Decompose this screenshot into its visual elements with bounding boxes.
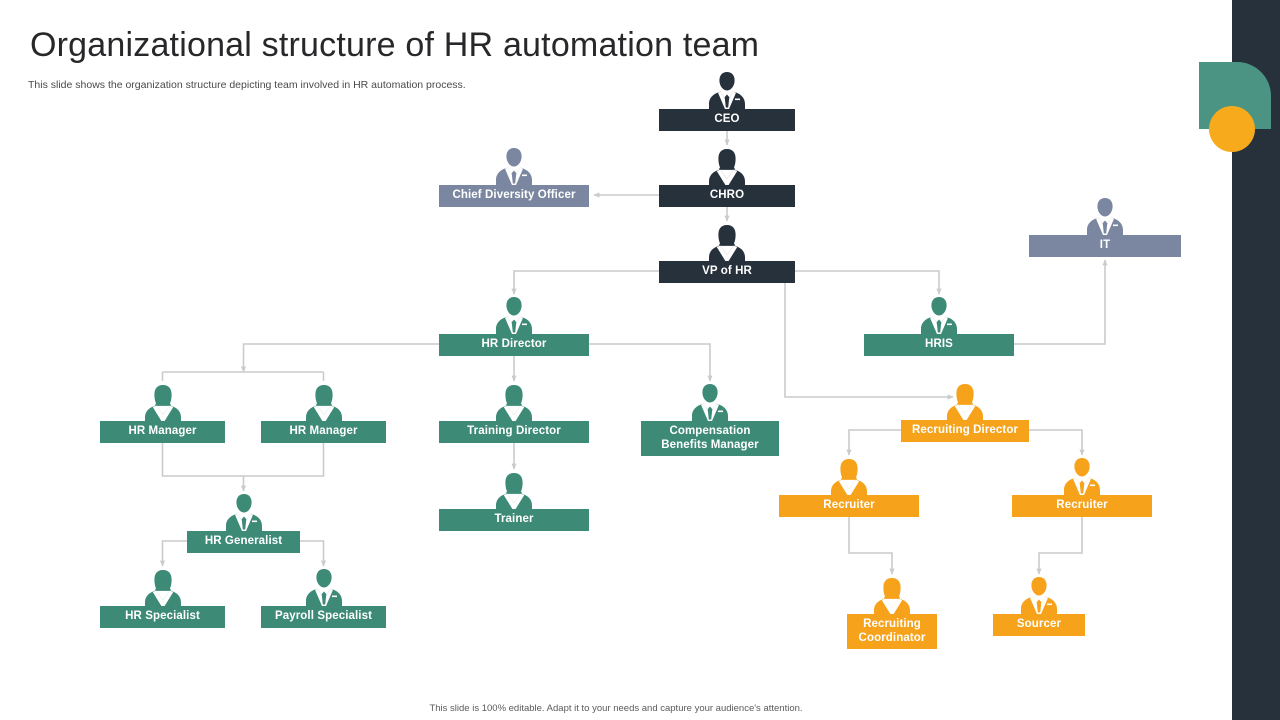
org-node-label-traindir: Training Director [439,421,589,443]
org-node-trainer[interactable]: Trainer [439,470,589,531]
connector [240,343,439,373]
person-male-icon [1064,458,1100,496]
org-node-hrspec[interactable]: HR Specialist [100,567,225,628]
connector [1036,516,1083,575]
org-node-recruiter2[interactable]: Recruiter [1012,456,1152,517]
org-node-reccoord[interactable]: Recruiting Coordinator [847,575,937,649]
org-node-it[interactable]: IT [1029,196,1181,257]
person-male-icon [1087,198,1123,236]
person-female-icon [144,385,181,422]
connector [161,442,325,477]
person-male-icon [692,384,728,422]
org-node-label-vphr: VP of HR [659,261,795,283]
org-node-hrdir[interactable]: HR Director [439,295,589,356]
connector [300,540,327,567]
person-female-icon [947,384,983,421]
org-node-label-it: IT [1029,235,1181,257]
org-node-label-cdo: Chief Diversity Officer [439,185,589,207]
org-node-recruiter1[interactable]: Recruiter [779,456,919,517]
org-node-sourcer[interactable]: Sourcer [993,575,1085,636]
org-node-hris[interactable]: HRIS [864,295,1014,356]
connector [1014,259,1108,345]
person-female-icon [709,149,745,186]
person-male-icon [709,72,745,110]
org-node-traindir[interactable]: Training Director [439,382,589,443]
org-node-label-hrmgr2: HR Manager [261,421,386,443]
connector [846,429,901,456]
org-node-label-recruiter1: Recruiter [779,495,919,517]
org-node-label-reccoord: Recruiting Coordinator [847,614,937,649]
person-male-icon [496,297,532,335]
decorative-orange-circle [1209,106,1255,152]
connector [1029,429,1085,456]
org-node-hrmgr1[interactable]: HR Manager [100,382,225,443]
connector [159,540,187,567]
org-node-label-ceo: CEO [659,109,795,131]
org-node-label-hrdir: HR Director [439,334,589,356]
org-node-label-recruiter2: Recruiter [1012,495,1152,517]
person-female-icon [874,578,910,615]
person-female-icon [496,385,532,422]
page-subtitle: This slide shows the organization struct… [28,79,466,91]
connector [795,270,942,295]
person-male-icon [225,494,262,532]
person-male-icon [496,148,532,186]
person-female-icon [709,225,745,262]
org-node-vphr[interactable]: VP of HR [659,222,795,283]
org-node-label-trainer: Trainer [439,509,589,531]
org-node-cdo[interactable]: Chief Diversity Officer [439,146,589,207]
org-node-hrgen[interactable]: HR Generalist [187,492,300,553]
person-female-icon [831,459,867,496]
org-node-recdir[interactable]: Recruiting Director [901,381,1029,442]
org-node-label-hris: HRIS [864,334,1014,356]
person-female-icon [496,473,532,510]
person-female-icon [305,385,342,422]
org-node-label-sourcer: Sourcer [993,614,1085,636]
org-node-label-hrmgr1: HR Manager [100,421,225,443]
org-node-chro[interactable]: CHRO [659,146,795,207]
person-male-icon [305,569,342,607]
org-node-hrmgr2[interactable]: HR Manager [261,382,386,443]
org-node-label-hrspec: HR Specialist [100,606,225,628]
org-chart: CEO CHRO Chief Diversity Officer VP of HR IT… [100,70,1181,649]
org-node-payspec[interactable]: Payroll Specialist [261,567,386,628]
org-node-label-chro: CHRO [659,185,795,207]
org-node-ceo[interactable]: CEO [659,70,795,131]
person-male-icon [921,297,957,335]
person-male-icon [1021,577,1057,615]
org-node-label-hrgen: HR Generalist [187,531,300,553]
connector [589,343,713,382]
person-female-icon [144,570,181,607]
org-node-label-compben: Compensation Benefits Manager [641,421,779,456]
slide-footer-note: This slide is 100% editable. Adapt it to… [429,703,803,714]
connector [848,516,895,575]
org-node-label-recdir: Recruiting Director [901,420,1029,442]
org-node-compben[interactable]: Compensation Benefits Manager [641,382,779,456]
page-title: Organizational structure of HR automatio… [30,26,760,64]
connector [511,270,659,295]
org-node-label-payspec: Payroll Specialist [261,606,386,628]
